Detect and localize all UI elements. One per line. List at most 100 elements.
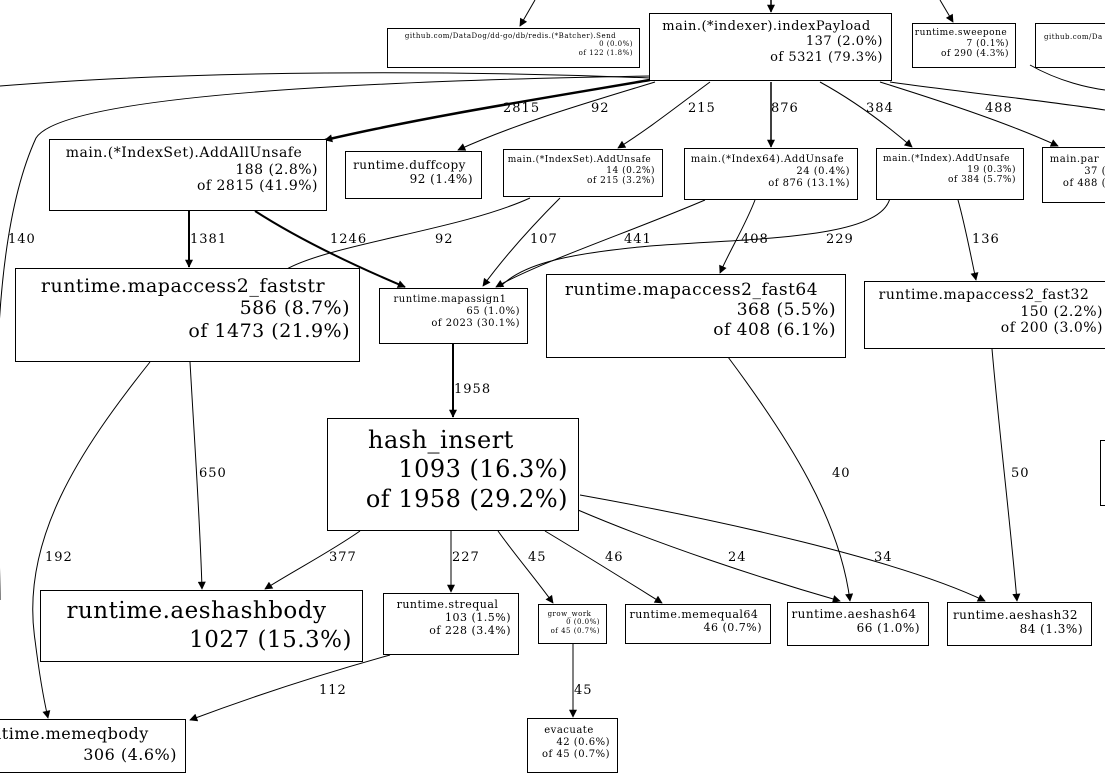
edge-label: 50	[1011, 466, 1030, 481]
node-flat: 24 (0.4%)	[796, 165, 850, 177]
edge-indexpayload-indexaddunsafe	[819, 81, 913, 148]
node-name: runtime.mapaccess2_faststr	[40, 275, 326, 297]
node-grow-work: grow_work 0 (0.0%) of 45 (0.7%)	[538, 604, 607, 644]
node-name: runtime.sweepone	[914, 28, 1008, 38]
node-name: main.(*IndexSet).AddAllUnsafe	[65, 145, 303, 161]
node-cum: of 228 (3.4%)	[429, 623, 511, 637]
node-cum: of 1958 (29.2%)	[365, 484, 568, 513]
node-indexset-addunsafe: main.(*IndexSet).AddUnsafe 14 (0.2%) of …	[503, 149, 663, 197]
edge-label: 441	[624, 232, 652, 247]
node-cum: of 5321 (79.3%)	[770, 49, 883, 65]
edge-indexaddunsafe-mapassign1	[499, 197, 891, 288]
node-duffcopy: runtime.duffcopy 92 (1.4%)	[345, 151, 482, 199]
node-cum: of 215 (3.2%)	[586, 176, 655, 187]
node-redis-send: github.com/DataDog/dd-go/db/redis.(*Batc…	[387, 28, 640, 68]
edge-offscreen-right-1	[1029, 64, 1105, 91]
node-cum: of 122 (1.8%)	[578, 48, 633, 57]
edge-label: 650	[199, 466, 227, 481]
edge-label: 92	[591, 101, 610, 116]
edge-label: 1246	[330, 232, 368, 247]
edge-label: 92	[435, 232, 454, 247]
node-main-par: main.par 37 ( of 488 (	[1042, 147, 1105, 203]
node-flat: 65 (1.0%)	[466, 305, 520, 317]
edge-label: 34	[874, 550, 893, 565]
node-flat: 1027 (15.3%)	[189, 626, 352, 653]
edge-hashinsert-aeshash32	[579, 494, 986, 602]
node-name: runtime.strequal	[396, 598, 499, 611]
node-name: ntime.memeqbody	[0, 724, 149, 743]
node-cum: of 2023 (30.1%)	[431, 317, 520, 329]
edge-fast32-aeshash32	[991, 348, 1021, 602]
edge-label: 112	[319, 683, 347, 698]
edge-label: 227	[452, 550, 480, 565]
node-name: hash_insert	[368, 426, 514, 454]
node-flat: 368 (5.5%)	[736, 300, 836, 321]
node-name: runtime.duffcopy	[353, 158, 466, 172]
edge-indexsetaddunsafe-mapassign1-92	[284, 197, 531, 271]
node-memeqbody: ntime.memeqbody 306 (4.6%)	[0, 719, 186, 773]
node-mapaccess2-faststr: runtime.mapaccess2_faststr 586 (8.7%) of…	[15, 268, 360, 362]
node-flat: 586 (8.7%)	[239, 297, 350, 320]
node-aeshashbody: runtime.aeshashbody 1027 (15.3%)	[40, 590, 363, 662]
edge-label: 107	[530, 232, 558, 247]
node-flat: 46 (0.7%)	[703, 620, 762, 634]
node-flat: 1093 (16.3%)	[398, 455, 568, 484]
node-hash-insert: hash_insert 1093 (16.3%) of 1958 (29.2%)	[327, 418, 579, 531]
edge-label: 1381	[190, 232, 228, 247]
node-flat: 7 (0.1%)	[966, 38, 1009, 49]
node-cum: of 408 (6.1%)	[713, 320, 836, 341]
edge-hashinsert-memequal64	[544, 530, 663, 604]
node-index64-addunsafe: main.(*Index64).AddUnsafe 24 (0.4%) of 8…	[684, 148, 858, 200]
edge-label: 876	[771, 101, 799, 116]
node-sweepone: runtime.sweepone 7 (0.1%) of 290 (4.3%)	[912, 23, 1016, 68]
node-github-right: github.com/Da	[1035, 23, 1105, 68]
node-flat: 14 (0.2%)	[606, 165, 655, 176]
edge-into-sweepone	[939, 0, 954, 23]
edge-label: 45	[574, 683, 593, 698]
node-aeshash64: runtime.aeshash64 66 (1.0%)	[787, 602, 929, 646]
edge-label: 45	[528, 550, 547, 565]
node-name: evacuate	[544, 725, 594, 736]
node-name: runtime.aeshash32	[952, 608, 1079, 622]
node-cum: of 200 (3.0%)	[1000, 320, 1103, 337]
edge-indexpayload-duffcopy	[457, 81, 656, 151]
node-cum: of 2815 (41.9%)	[196, 178, 318, 195]
edge-label: 1958	[454, 382, 492, 397]
node-name: main.(*Index64).AddUnsafe	[690, 154, 845, 165]
node-cum: of 384 (5.7%)	[947, 175, 1016, 186]
node-name: runtime.mapassign1	[393, 294, 507, 305]
node-flat: 84 (1.3%)	[1019, 622, 1083, 637]
edge-label: 24	[728, 550, 747, 565]
edge-index64addunsafe-fast64	[719, 199, 756, 274]
edge-label: 384	[866, 101, 894, 116]
node-flat: 188 (2.8%)	[235, 161, 318, 178]
node-flat: 37 (	[1084, 165, 1105, 177]
edge-indexpayload-addallunsafe	[324, 78, 651, 143]
node-index-addunsafe: main.(*Index).AddUnsafe 19 (0.3%) of 384…	[876, 148, 1024, 200]
node-flat: 42 (0.6%)	[556, 736, 610, 748]
edge-index64addunsafe-mapassign1	[495, 199, 706, 288]
edge-fast64-aeshash64	[727, 356, 854, 602]
node-name: runtime.mapaccess2_fast32	[878, 287, 1090, 303]
node-aeshash32: runtime.aeshash32 84 (1.3%)	[947, 602, 1092, 646]
edge-label: 136	[972, 232, 1000, 247]
edge-hashinsert-aeshashbody	[264, 530, 361, 590]
node-flat: 0 (0.0%)	[566, 618, 600, 627]
edge-label: 408	[741, 232, 769, 247]
node-cum: of 45 (0.7%)	[550, 626, 600, 635]
node-cum: of 45 (0.7%)	[541, 748, 610, 760]
edge-faststr-aeshashbody	[189, 361, 206, 590]
edge-label: 192	[45, 550, 73, 565]
edge-label: 46	[605, 550, 624, 565]
node-flat: 0 (0.0%)	[599, 40, 633, 49]
edge-indexpayload-mainpar	[879, 81, 1059, 147]
edge-hashinsert-aeshash64	[577, 509, 841, 603]
node-name: runtime.aeshashbody	[66, 598, 327, 624]
edge-into-redis-send	[519, 0, 536, 27]
node-strequal: runtime.strequal 103 (1.5%) of 228 (3.4%…	[383, 593, 519, 655]
node-name: grow_work	[547, 610, 592, 618]
node-mapassign1: runtime.mapassign1 65 (1.0%) of 2023 (30…	[379, 288, 528, 344]
edge-label: 140	[8, 232, 36, 247]
edge-indexsetaddunsafe-mapassign1-107	[482, 197, 561, 287]
